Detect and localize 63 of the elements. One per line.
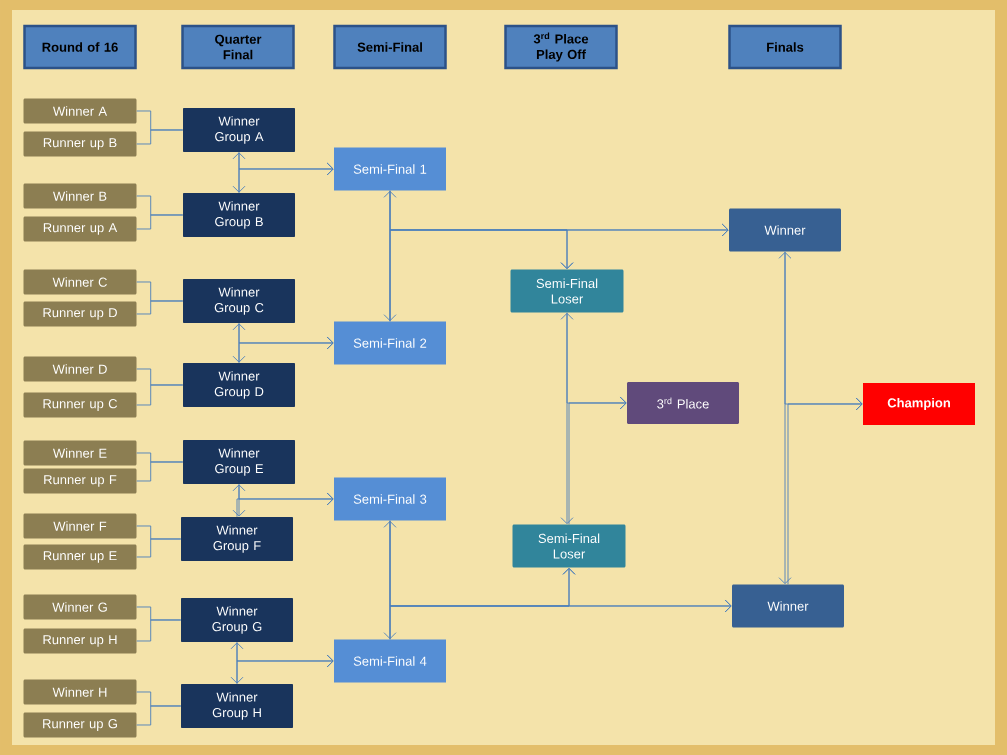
match-box: Semi-Final 3 bbox=[334, 477, 446, 521]
arrow bbox=[389, 229, 574, 322]
stage-header: Round of 16 bbox=[23, 24, 137, 70]
double-arrow bbox=[778, 251, 792, 585]
match-box: Semi-Final 2 bbox=[334, 321, 446, 365]
team-box: Winner E bbox=[23, 440, 137, 466]
team-box: Runner up B bbox=[23, 131, 137, 157]
connector-line bbox=[136, 129, 184, 145]
match-box: Winner bbox=[729, 208, 841, 252]
team-box: Winner Group G bbox=[181, 598, 293, 642]
match-box: Winner bbox=[732, 584, 844, 628]
team-box: Runner up A bbox=[23, 216, 137, 242]
arrow bbox=[236, 492, 334, 518]
stage-header: Finals bbox=[728, 24, 842, 70]
arrow bbox=[568, 396, 627, 525]
double-arrow bbox=[560, 312, 574, 525]
stage-header: Semi-Final bbox=[333, 24, 447, 70]
arrow bbox=[238, 336, 334, 364]
team-box: Runner up H bbox=[23, 628, 137, 654]
team-box: Winner D bbox=[23, 356, 137, 382]
connector-line bbox=[136, 300, 184, 315]
team-box: Winner Group F bbox=[181, 517, 293, 561]
match-box: Semi-Final Loser bbox=[510, 269, 624, 313]
team-box: Winner B bbox=[23, 183, 137, 209]
arrow bbox=[389, 567, 576, 640]
team-box: Winner A bbox=[23, 98, 137, 124]
connector-line bbox=[136, 461, 184, 482]
connector-line bbox=[136, 538, 182, 558]
team-box: Winner H bbox=[23, 679, 137, 705]
double-arrow bbox=[383, 190, 397, 322]
stage-header: Quarter Final bbox=[181, 24, 295, 70]
double-arrow bbox=[232, 323, 246, 363]
connector-line bbox=[136, 214, 184, 230]
match-box: Semi-Final 4 bbox=[334, 639, 446, 683]
double-arrow bbox=[232, 152, 246, 193]
match-box: 3$^{rd}$ Place bbox=[627, 382, 739, 424]
arrow bbox=[238, 162, 334, 194]
team-box: Runner up D bbox=[23, 301, 137, 327]
arrow bbox=[787, 397, 863, 585]
connector-line bbox=[136, 705, 182, 726]
team-box: Runner up G bbox=[23, 712, 137, 738]
team-box: Winner Group B bbox=[183, 193, 295, 237]
double-arrow bbox=[383, 520, 397, 640]
team-box: Winner Group H bbox=[181, 684, 293, 728]
double-arrow bbox=[230, 642, 244, 684]
team-box: Winner Group C bbox=[183, 279, 295, 323]
champion-box: Champion bbox=[863, 383, 975, 425]
team-box: Winner C bbox=[23, 269, 137, 295]
team-box: Runner up E bbox=[23, 544, 137, 570]
stage-header: 3$^{rd}$ Place Play Off bbox=[504, 24, 618, 70]
team-box: Winner F bbox=[23, 513, 137, 539]
team-box: Winner Group E bbox=[183, 440, 295, 484]
double-arrow bbox=[232, 484, 246, 517]
connector-line bbox=[136, 384, 184, 406]
arrow bbox=[236, 654, 334, 685]
team-box: Runner up C bbox=[23, 392, 137, 418]
match-box: Semi-Final 1 bbox=[334, 147, 446, 191]
connector-line bbox=[136, 619, 182, 642]
team-box: Winner Group A bbox=[183, 108, 295, 152]
match-box: Semi-Final Loser bbox=[512, 524, 626, 568]
team-box: Runner up F bbox=[23, 468, 137, 494]
team-box: Winner Group D bbox=[183, 363, 295, 407]
team-box: Winner G bbox=[23, 594, 137, 620]
